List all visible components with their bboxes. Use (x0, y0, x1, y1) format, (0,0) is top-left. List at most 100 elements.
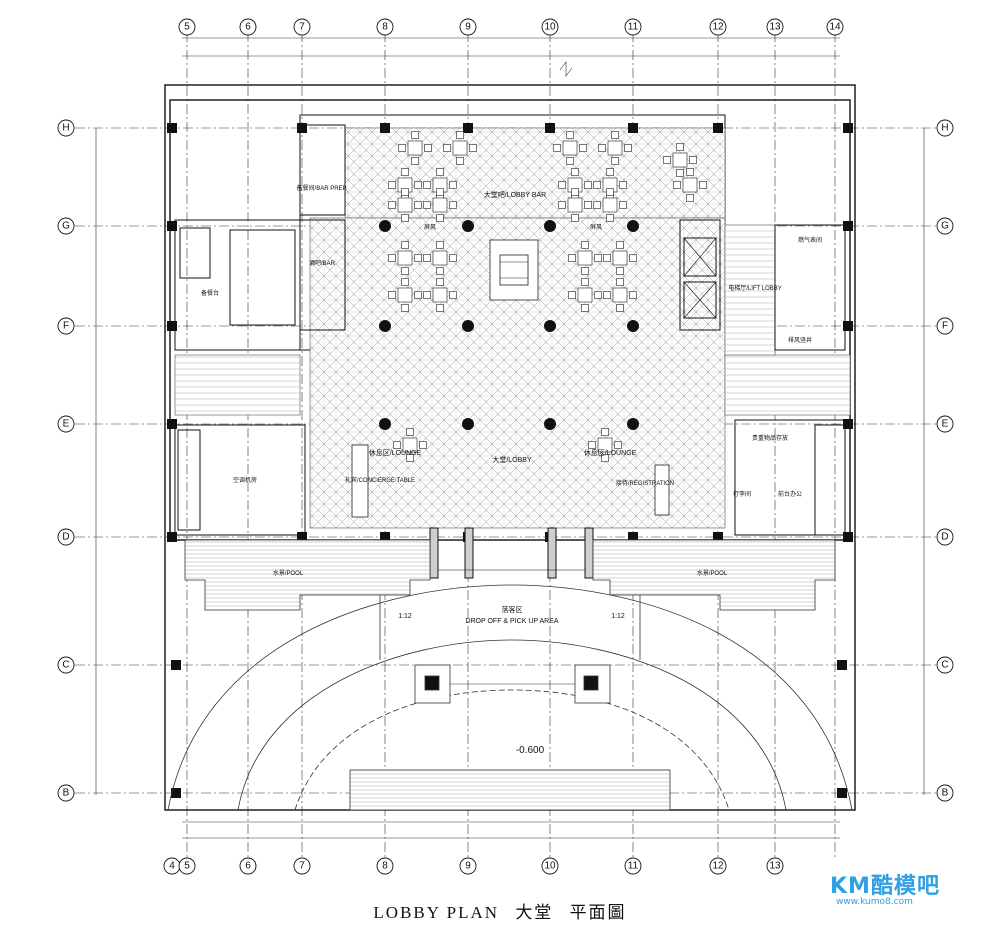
grid-bubble-left-B-label: B (63, 788, 70, 799)
label-lounge-right: 休息区/LOUNGE (584, 448, 637, 457)
structural-column (463, 123, 473, 133)
label-gas: 燃气表间 (798, 236, 822, 244)
label-dropoff-en: DROP OFF & PICK UP AREA (465, 618, 558, 625)
label-ahu: 空调机房 (233, 476, 257, 484)
label-lift-lobby: 电梯厅/LIFT LOBBY (728, 284, 782, 292)
round-column (544, 220, 556, 232)
grid-bubble-bottom-7-label: 11 (628, 861, 639, 872)
grid-bubble-bottom-9: 13 (766, 857, 784, 875)
entrance-doors (429, 527, 594, 579)
grid-bubble-top-10: 10 (541, 18, 559, 36)
grid-bubble-left-F-label: F (63, 321, 69, 332)
table-set (443, 131, 477, 165)
grid-bubble-top-12: 12 (709, 18, 727, 36)
caption-cn-2: 平面圖 (569, 903, 627, 922)
grid-bubble-right-D: D (936, 528, 954, 546)
label-screen-left: 屏风 (424, 224, 436, 231)
central-sofa-group (489, 239, 539, 301)
label-dropoff-cn: 落客区 (502, 605, 523, 614)
structural-column (171, 788, 181, 798)
label-screen-right: 屏风 (590, 224, 602, 231)
grid-bubble-bottom-3-label: 7 (299, 861, 305, 872)
watermark-brand: KM酷模吧 (830, 874, 940, 899)
round-column (462, 220, 474, 232)
round-column (462, 418, 474, 430)
label-elevation: -0.600 (516, 745, 545, 756)
room-labels: 大堂吧/LOBBY BAR 大堂/LOBBY 休息区/LOUNGE 休息区/LO… (201, 184, 822, 756)
grid-bubble-right-G-label: G (941, 221, 949, 232)
round-column (627, 418, 639, 430)
table-set (603, 278, 637, 312)
table-set (673, 168, 707, 202)
grid-bubble-right-E-label: E (942, 419, 949, 430)
table-set (553, 131, 587, 165)
counters (351, 444, 670, 518)
grid-bubble-bottom-6: 10 (541, 857, 559, 875)
round-column (544, 418, 556, 430)
grid-bubble-right-E: E (936, 415, 954, 433)
table-set (388, 241, 422, 275)
grid-bubble-bottom-4-label: 8 (382, 861, 388, 872)
grid-bubble-bottom-6-label: 10 (544, 861, 556, 872)
grid-bubble-left-H-label: H (62, 123, 69, 134)
grid-bubble-bottom-0: 4 (163, 857, 181, 875)
structural-column (297, 532, 307, 542)
grid-bubble-top-14-label: 14 (829, 22, 841, 33)
grid-bubble-top-7-label: 7 (299, 22, 305, 33)
table-set (598, 131, 632, 165)
grid-bubble-left-G: G (57, 217, 75, 235)
label-pool-right: 水景/POOL (697, 569, 728, 577)
grid-bubble-bottom-5-label: 9 (465, 861, 471, 872)
structural-column (843, 221, 853, 231)
grid-bubble-bottom-5: 9 (459, 857, 477, 875)
table-set (393, 428, 427, 462)
structural-column (843, 123, 853, 133)
caption-cn-1: 大堂 (515, 903, 554, 922)
label-concierge: 礼宾/CONCIERGE TABLE (345, 476, 415, 484)
round-column (462, 320, 474, 332)
structural-column (167, 321, 177, 331)
grid-bubble-right-B: B (936, 784, 954, 802)
label-ramp-left: 1:12 (398, 613, 412, 620)
round-column (627, 220, 639, 232)
grid-bubble-top-9-label: 9 (465, 22, 471, 33)
grid-bubble-bottom-0-label: 4 (169, 861, 175, 872)
structural-column (167, 532, 177, 542)
furniture-sets (388, 131, 707, 462)
plan-caption: LOBBY PLAN 大堂 平面圖 (0, 898, 1000, 923)
grid-bubble-left-D-label: D (62, 532, 69, 543)
grid-bubble-left-H: H (57, 119, 75, 137)
label-registration: 接待/REGISTRATION (616, 479, 674, 487)
grid-bubble-top-6: 6 (239, 18, 257, 36)
grid-bubble-top-5-label: 5 (184, 22, 190, 33)
pools (184, 539, 836, 611)
round-column (379, 418, 391, 430)
label-bar-prep: 备餐间/BAR PREP. (297, 184, 348, 192)
table-set (568, 241, 602, 275)
grid-bubble-right-H: H (936, 119, 954, 137)
structural-column (843, 532, 853, 542)
grid-bubble-left-B: B (57, 784, 75, 802)
round-column (379, 220, 391, 232)
grid-bubble-right-F: F (936, 317, 954, 335)
structural-column (167, 419, 177, 429)
label-valuables: 贵重物品存放 (752, 434, 788, 442)
grid-bubble-left-F: F (57, 317, 75, 335)
grid-bubble-top-8: 8 (376, 18, 394, 36)
grid-bubble-bottom-9-label: 13 (769, 861, 781, 872)
table-set (558, 188, 592, 222)
label-ramp-right: 1:12 (611, 613, 625, 620)
structural-column (628, 123, 638, 133)
grid-bubble-left-E-label: E (63, 419, 70, 430)
lobby-floor-tiles (174, 127, 851, 529)
label-bar: 酒吧/BAR (309, 259, 336, 267)
driveway (167, 584, 853, 811)
table-set (423, 241, 457, 275)
label-service: 备餐台 (201, 289, 219, 297)
table-set (423, 278, 457, 312)
grid-bubble-right-H-label: H (941, 123, 948, 134)
structural-column (713, 123, 723, 133)
grid-bubble-top-9: 9 (459, 18, 477, 36)
